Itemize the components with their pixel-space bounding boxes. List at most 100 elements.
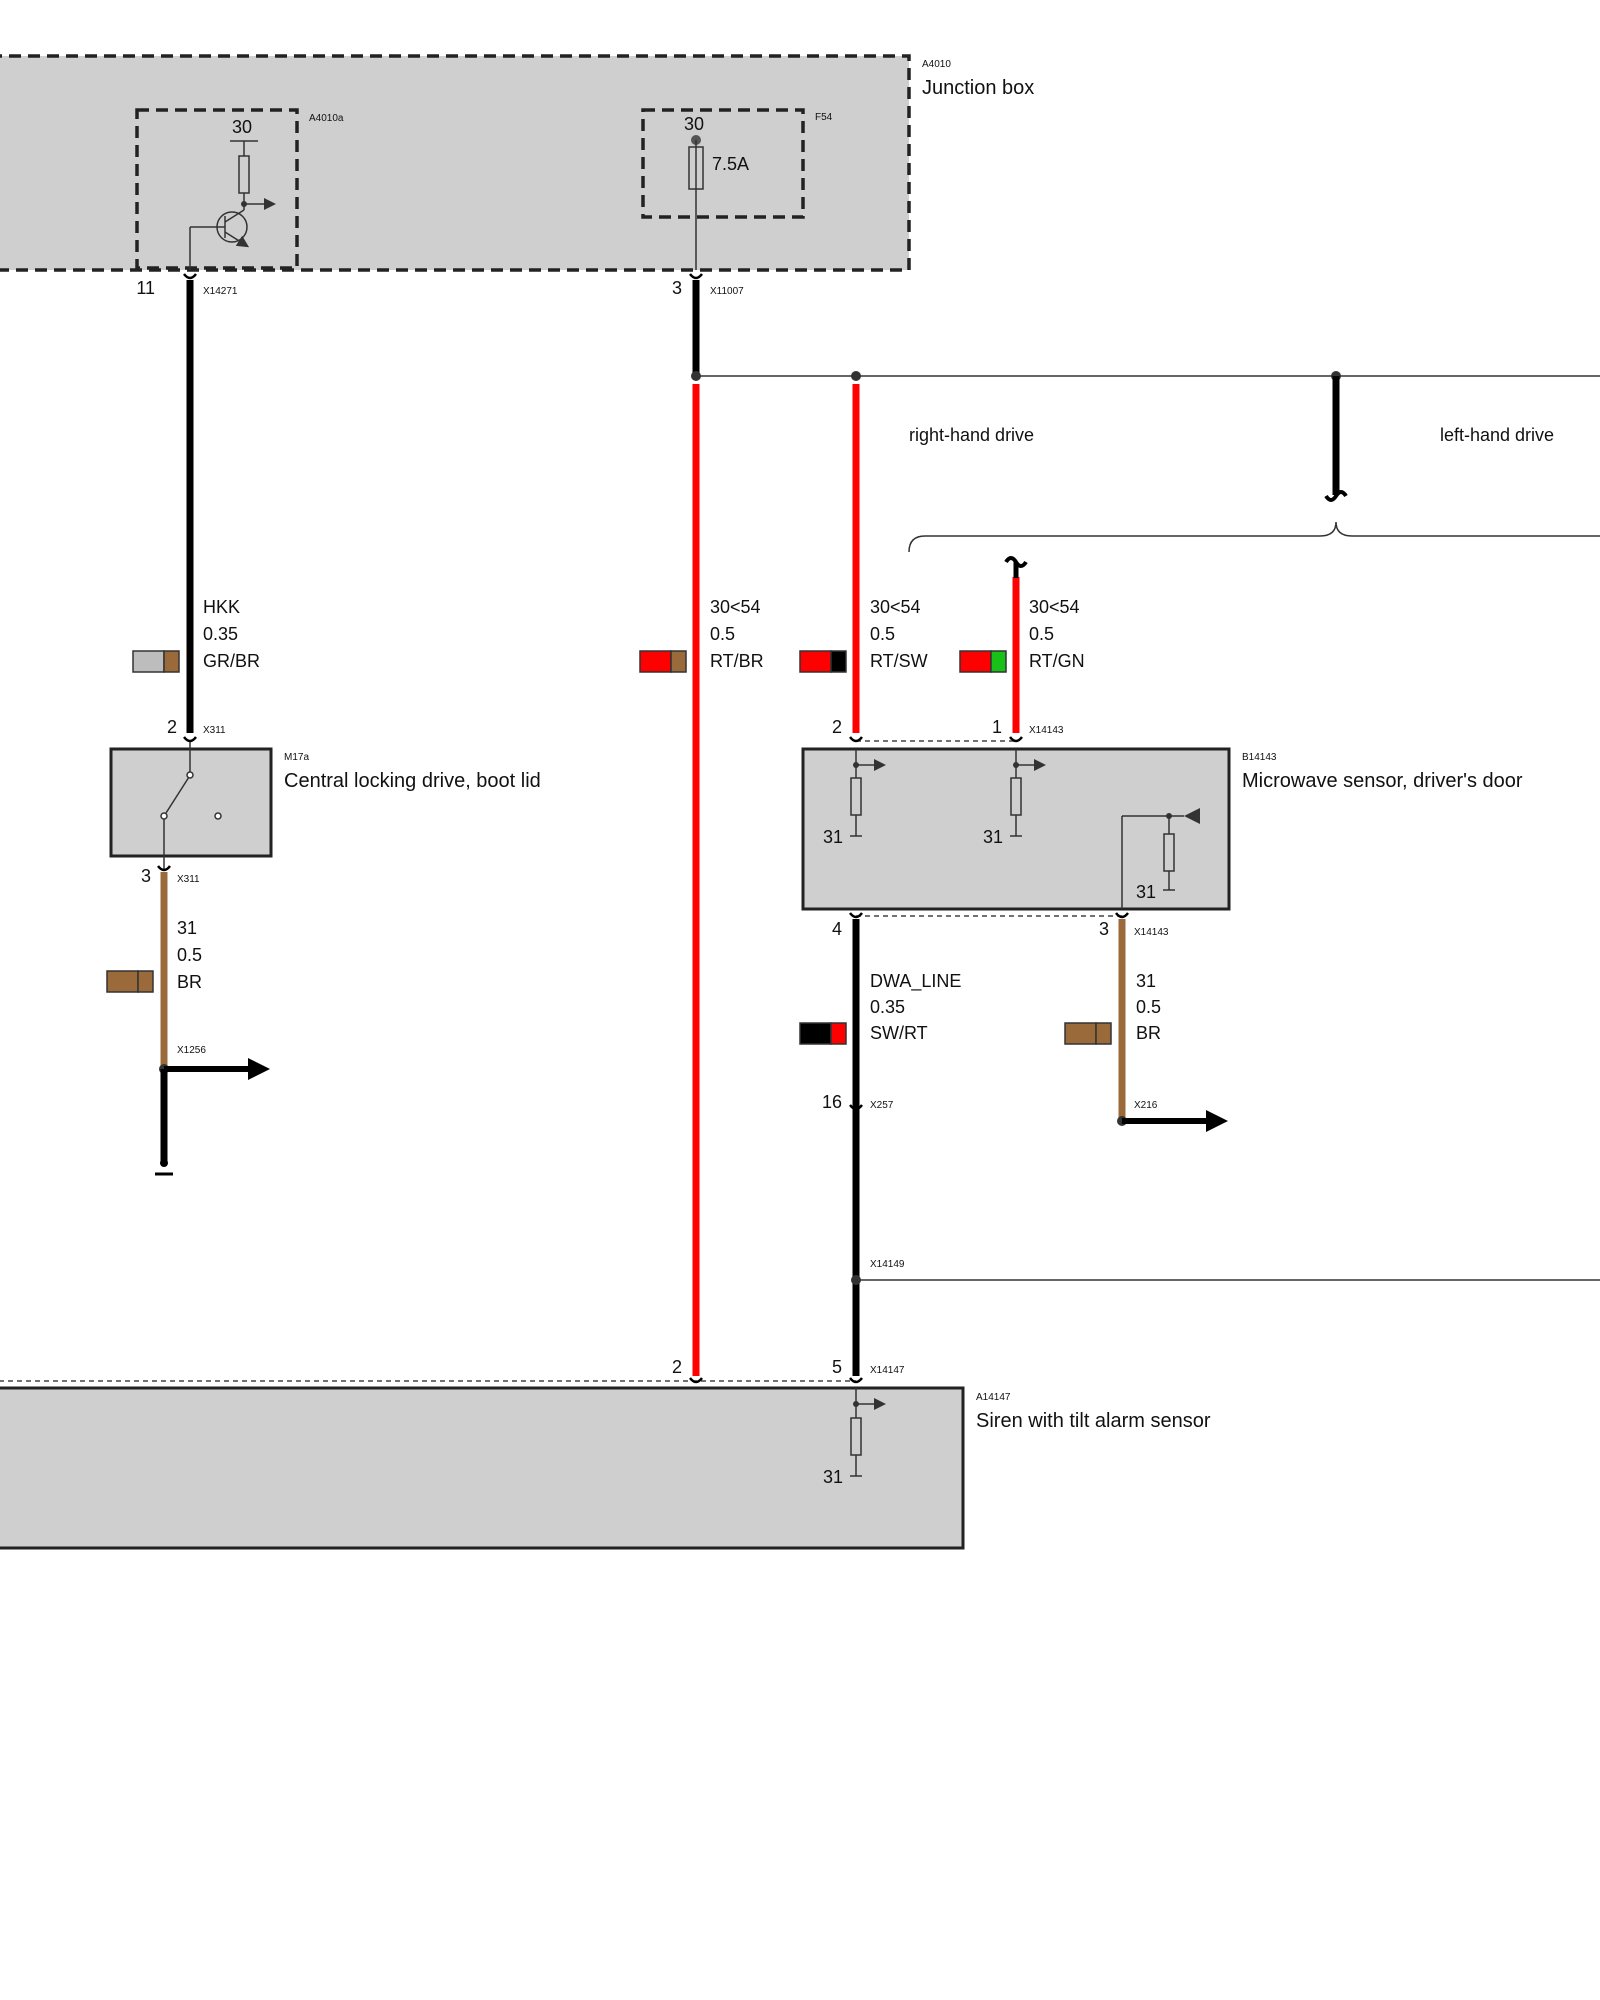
microwave-sensor: 2 1 X14143 B14143 Microwave sensor, driv… xyxy=(801,717,1523,939)
svg-text:0.5: 0.5 xyxy=(1029,624,1054,644)
input-resistor-icon: 31 xyxy=(823,749,886,847)
wire-color-swatch xyxy=(639,650,672,673)
junction-box-id: A4010 xyxy=(922,59,951,70)
svg-text:31: 31 xyxy=(177,918,197,938)
wire-color-swatch xyxy=(137,970,154,993)
b14143-id: B14143 xyxy=(1242,752,1277,763)
svg-text:0.5: 0.5 xyxy=(177,945,202,965)
svg-text:RT/BR: RT/BR xyxy=(710,651,764,671)
pin-label: 11 xyxy=(136,278,155,298)
a14147-id: A14147 xyxy=(976,1392,1011,1403)
svg-text:RT/GN: RT/GN xyxy=(1029,651,1085,671)
wire-color-swatch xyxy=(799,650,832,673)
wire-color-swatch xyxy=(1095,1022,1112,1045)
lhd-label: left-hand drive xyxy=(1440,425,1554,445)
fuse-rating: 7.5A xyxy=(712,154,749,174)
pin-label: 5 xyxy=(832,1357,842,1377)
pin-label: 2 xyxy=(672,1357,682,1377)
connector-label: X14149 xyxy=(870,1259,905,1270)
svg-text:DWA_LINE: DWA_LINE xyxy=(870,971,961,992)
svg-text:30<54: 30<54 xyxy=(1029,597,1080,617)
connector-label: X14143 xyxy=(1029,725,1064,736)
arrow-right-icon xyxy=(248,1058,270,1080)
b14143-label: Microwave sensor, driver's door xyxy=(1242,770,1523,792)
connector-label: X257 xyxy=(870,1100,894,1111)
svg-text:BR: BR xyxy=(1136,1023,1161,1043)
connector-label: X311 xyxy=(177,874,200,885)
connector-label: X216 xyxy=(1134,1100,1158,1111)
wire-color-swatch xyxy=(830,650,847,673)
svg-text:RT/SW: RT/SW xyxy=(870,651,928,671)
connector-markers xyxy=(157,273,1129,1384)
connector-label: X14143 xyxy=(1134,927,1169,938)
pin-label: 3 xyxy=(1099,919,1109,939)
a4010a-terminal: 30 xyxy=(232,117,252,137)
wire-color-swatch xyxy=(799,1022,832,1045)
m17a-label: Central locking drive, boot lid xyxy=(284,770,541,792)
wire-color-swatch xyxy=(830,1022,847,1045)
connector-label: X14147 xyxy=(870,1365,905,1376)
ground-label: 31 xyxy=(823,827,843,847)
input-resistor-icon: 31 xyxy=(983,749,1046,847)
a14147-label: Siren with tilt alarm sensor xyxy=(976,1410,1211,1432)
wire-color-swatch xyxy=(163,650,180,673)
pin-label: 3 xyxy=(141,866,151,886)
svg-text:0.5: 0.5 xyxy=(710,624,735,644)
wire-break-icon xyxy=(1324,490,1348,502)
f54-terminal: 30 xyxy=(684,114,704,134)
wire-color-swatch xyxy=(670,650,687,673)
svg-text:SW/RT: SW/RT xyxy=(870,1023,928,1043)
svg-text:0.5: 0.5 xyxy=(870,624,895,644)
junction-box-label: Junction box xyxy=(922,77,1034,99)
wire-label-br-b14143: 31 0.5 BR xyxy=(1064,971,1161,1045)
svg-text:0.5: 0.5 xyxy=(1136,997,1161,1017)
junction-box: A4010 Junction box A4010a 30 xyxy=(0,54,1034,272)
a4010a-block: A4010a 30 xyxy=(135,108,344,270)
svg-text:0.35: 0.35 xyxy=(203,624,238,644)
wire-color-swatch xyxy=(106,970,139,993)
wire-label-br-m17a: 31 0.5 BR xyxy=(106,918,202,993)
m17a-id: M17a xyxy=(284,752,309,763)
connector-label: X11007 xyxy=(710,286,744,297)
transistor-icon xyxy=(189,204,250,270)
wire-color-swatch xyxy=(132,650,165,673)
f54-block: F54 30 7.5A xyxy=(641,108,833,270)
wire-label-rt-sw: 30<54 0.5 RT/SW xyxy=(799,597,928,673)
wire-color-swatch xyxy=(990,650,1007,673)
svg-text:0.35: 0.35 xyxy=(870,997,905,1017)
connector-label: X14271 xyxy=(203,286,238,297)
arrow-right-icon xyxy=(1206,1110,1228,1132)
pin-label: 2 xyxy=(832,717,842,737)
svg-text:30<54: 30<54 xyxy=(870,597,921,617)
central-locking-drive: 2 X311 M17a Central locking drive, boot … xyxy=(109,717,541,886)
pin-label: 4 xyxy=(832,919,842,939)
wire-label-dwa: DWA_LINE 0.35 SW/RT xyxy=(799,971,961,1045)
wire-label-rt-gn: 30<54 0.5 RT/GN xyxy=(959,597,1085,673)
connector-label: X311 xyxy=(203,725,226,736)
input-resistor-icon: 31 xyxy=(823,1388,886,1487)
siren-tilt-sensor: 2 5 X14147 A14147 Siren with tilt alarm … xyxy=(0,1357,1211,1550)
svg-text:BR: BR xyxy=(177,972,202,992)
pin-label: 16 xyxy=(822,1092,842,1112)
svg-text:31: 31 xyxy=(1136,971,1156,991)
pin-label: 1 xyxy=(992,717,1002,737)
pullup-resistor-icon: 31 xyxy=(1121,808,1200,909)
wire-label-rt-br: 30<54 0.5 RT/BR xyxy=(639,597,764,673)
wire-label-hkk: HKK 0.35 GR/BR xyxy=(132,597,260,673)
drive-brace xyxy=(908,521,1600,553)
f54-id: F54 xyxy=(815,112,833,123)
svg-text:HKK: HKK xyxy=(203,597,240,617)
pin-label: 2 xyxy=(167,717,177,737)
ground-label: 31 xyxy=(1136,882,1156,902)
connector-label: X1256 xyxy=(177,1045,206,1056)
pin-label: 3 xyxy=(672,278,682,298)
ground-label: 31 xyxy=(983,827,1003,847)
rhd-label: right-hand drive xyxy=(909,425,1034,445)
wire-color-swatch xyxy=(1064,1022,1097,1045)
a4010a-id: A4010a xyxy=(309,113,344,124)
switch-icon xyxy=(160,741,222,870)
ground-label: 31 xyxy=(823,1467,843,1487)
svg-text:30<54: 30<54 xyxy=(710,597,761,617)
wire-color-swatch xyxy=(959,650,992,673)
